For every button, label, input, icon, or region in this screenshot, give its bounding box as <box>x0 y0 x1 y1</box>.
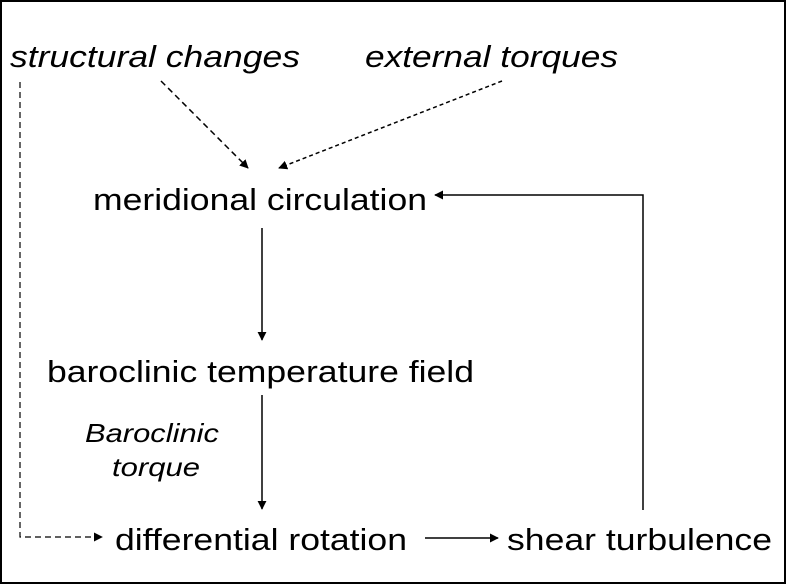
edge-label-torque: torque <box>112 452 200 482</box>
arrow-external-to-meridional <box>278 80 503 170</box>
node-baroclinic-temperature-field: baroclinic temperature field <box>47 354 474 389</box>
node-external-torques: external torques <box>365 39 618 74</box>
edge-label-baroclinic: Baroclinic <box>85 418 219 448</box>
arrow-shear-to-meridional <box>434 190 644 510</box>
arrow-structural-to-meridional <box>160 80 249 169</box>
node-meridional-circulation: meridional circulation <box>93 182 427 217</box>
node-shear-turbulence: shear turbulence <box>507 522 772 557</box>
arrow-structural-to-differential <box>19 82 103 542</box>
node-structural-changes: structural changes <box>10 39 300 74</box>
node-differential-rotation: differential rotation <box>115 522 407 557</box>
